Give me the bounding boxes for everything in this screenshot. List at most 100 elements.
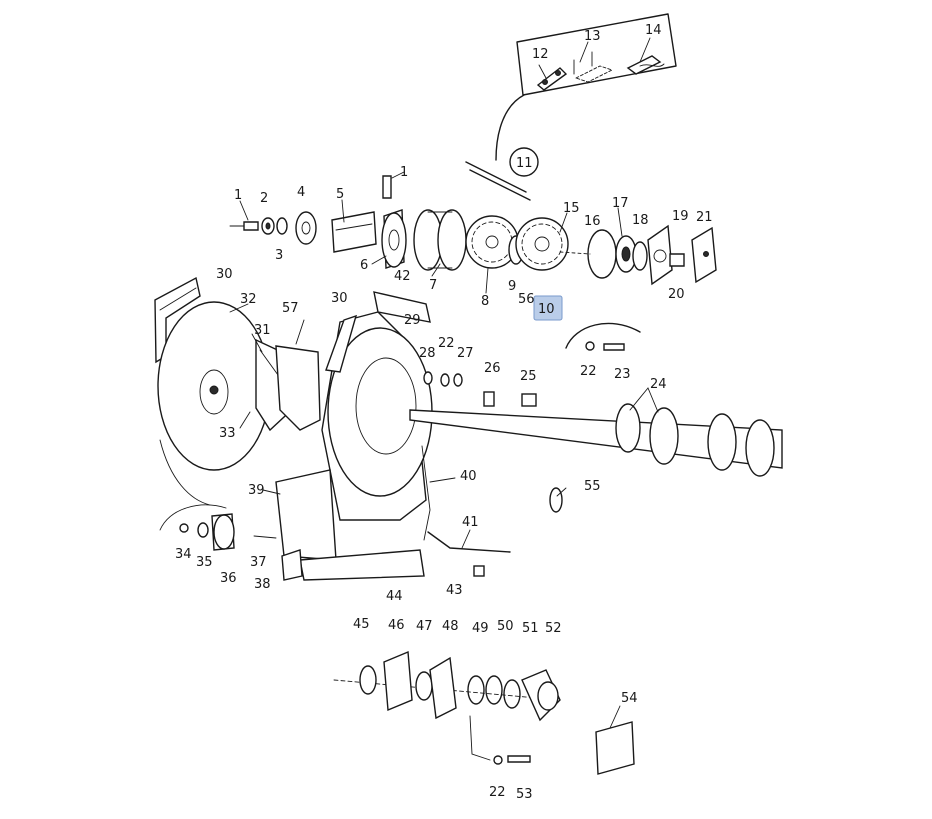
part-49-seal[interactable]: [467, 675, 485, 705]
callout-47[interactable]: 47: [416, 619, 433, 634]
callout-46[interactable]: 46: [388, 618, 405, 633]
part-35-washer[interactable]: [197, 522, 209, 538]
part-39-trough[interactable]: [275, 469, 337, 561]
part-47-bearing[interactable]: [415, 671, 433, 701]
part-10-sprocket[interactable]: [515, 217, 569, 271]
callout-15[interactable]: 15: [563, 201, 580, 216]
part-51-ring[interactable]: [503, 679, 521, 709]
callout-1-left[interactable]: 1: [234, 188, 242, 203]
callout-3[interactable]: 3: [275, 248, 283, 263]
part-52-housing[interactable]: [521, 669, 561, 722]
part-50-ring[interactable]: [485, 675, 503, 705]
callout-40[interactable]: 40: [460, 469, 477, 484]
part-29-housing[interactable]: [321, 311, 433, 521]
part-27-nut[interactable]: [453, 373, 463, 387]
callout-49[interactable]: 49: [472, 621, 489, 636]
part-2-nut[interactable]: [261, 217, 275, 235]
part-34-washer[interactable]: [179, 523, 189, 533]
part-57-blade[interactable]: [275, 345, 321, 431]
callout-48[interactable]: 48: [442, 619, 459, 634]
callout-53[interactable]: 53: [516, 787, 533, 802]
part-53-bolt[interactable]: [507, 755, 531, 763]
callout-21[interactable]: 21: [696, 210, 713, 225]
part-41-lever[interactable]: [427, 531, 511, 553]
callout-57[interactable]: 57: [282, 301, 299, 316]
part-46-flange[interactable]: [383, 650, 413, 712]
callout-35[interactable]: 35: [196, 555, 213, 570]
part-55-ring[interactable]: [549, 487, 563, 513]
callout-23[interactable]: 23: [614, 367, 631, 382]
part-23-bolt[interactable]: [603, 343, 625, 351]
part-5-shaft[interactable]: [331, 211, 377, 253]
part-25-key[interactable]: [521, 393, 537, 407]
callout-29[interactable]: 29: [404, 313, 421, 328]
part-24-auger[interactable]: [409, 403, 783, 477]
callout-54[interactable]: 54: [621, 691, 638, 706]
callout-5[interactable]: 5: [336, 187, 344, 202]
callout-2[interactable]: 2: [260, 191, 268, 206]
callout-51[interactable]: 51: [522, 621, 539, 636]
callout-42[interactable]: 42: [394, 269, 411, 284]
callout-12[interactable]: 12: [532, 47, 549, 62]
part-22-nut-lower[interactable]: [493, 755, 503, 765]
callout-22-upper[interactable]: 22: [580, 364, 597, 379]
callout-4[interactable]: 4: [297, 185, 305, 200]
part-13-link[interactable]: [573, 51, 614, 83]
callout-1-top[interactable]: 1: [400, 165, 408, 180]
callout-56[interactable]: 56: [518, 292, 535, 307]
callout-9[interactable]: 9: [508, 279, 516, 294]
callout-32[interactable]: 32: [240, 292, 257, 307]
callout-30-right[interactable]: 30: [331, 291, 348, 306]
callout-19[interactable]: 19: [672, 209, 689, 224]
callout-39[interactable]: 39: [248, 483, 265, 498]
part-26-key[interactable]: [483, 391, 495, 407]
callout-28[interactable]: 28: [419, 346, 436, 361]
part-21-plate[interactable]: [691, 226, 717, 284]
callout-22-lower[interactable]: 22: [489, 785, 506, 800]
callout-13[interactable]: 13: [584, 29, 601, 44]
callout-10[interactable]: 10: [538, 302, 555, 317]
callout-8[interactable]: 8: [481, 294, 489, 309]
part-14-link[interactable]: [626, 55, 665, 75]
part-12-link[interactable]: [536, 67, 568, 91]
callout-30-left[interactable]: 30: [216, 267, 233, 282]
part-36-bushing[interactable]: [211, 513, 235, 551]
callout-14[interactable]: 14: [645, 23, 662, 38]
part-22-washer[interactable]: [440, 373, 450, 387]
part-11-chain[interactable]: [465, 147, 539, 201]
callout-31[interactable]: 31: [254, 323, 271, 338]
part-17-bearing[interactable]: [615, 235, 637, 273]
callout-41[interactable]: 41: [462, 515, 479, 530]
callout-50[interactable]: 50: [497, 619, 514, 634]
part-42-bracket[interactable]: [373, 291, 431, 323]
callout-11[interactable]: 11: [516, 156, 533, 171]
callout-25[interactable]: 25: [520, 369, 537, 384]
callout-16[interactable]: 16: [584, 214, 601, 229]
part-44-base[interactable]: [299, 549, 425, 581]
callout-7[interactable]: 7: [429, 278, 437, 293]
callout-55[interactable]: 55: [584, 479, 601, 494]
part-18-bearing-housing[interactable]: [632, 241, 648, 271]
callout-38[interactable]: 38: [254, 577, 271, 592]
callout-24[interactable]: 24: [650, 377, 667, 392]
part-3-washer[interactable]: [276, 217, 288, 235]
part-48-flange[interactable]: [429, 656, 457, 720]
part-45-cap[interactable]: [359, 665, 377, 695]
callout-26[interactable]: 26: [484, 361, 501, 376]
callout-36[interactable]: 36: [220, 571, 237, 586]
callout-52[interactable]: 52: [545, 621, 562, 636]
part-43-knob[interactable]: [473, 565, 485, 577]
callout-34[interactable]: 34: [175, 547, 192, 562]
callout-22-mid[interactable]: 22: [438, 336, 455, 351]
part-16-disc[interactable]: [587, 229, 617, 279]
part-22-nut-upper[interactable]: [585, 341, 595, 351]
callout-45[interactable]: 45: [353, 617, 370, 632]
part-20-pin[interactable]: [669, 253, 685, 267]
part-28-washer[interactable]: [423, 371, 433, 385]
part-1-bolt-top[interactable]: [382, 175, 392, 199]
part-32-disc[interactable]: [157, 301, 271, 471]
part-37-pin[interactable]: [253, 535, 277, 539]
callout-37[interactable]: 37: [250, 555, 267, 570]
part-19-flange[interactable]: [647, 224, 673, 286]
callout-44[interactable]: 44: [386, 589, 403, 604]
